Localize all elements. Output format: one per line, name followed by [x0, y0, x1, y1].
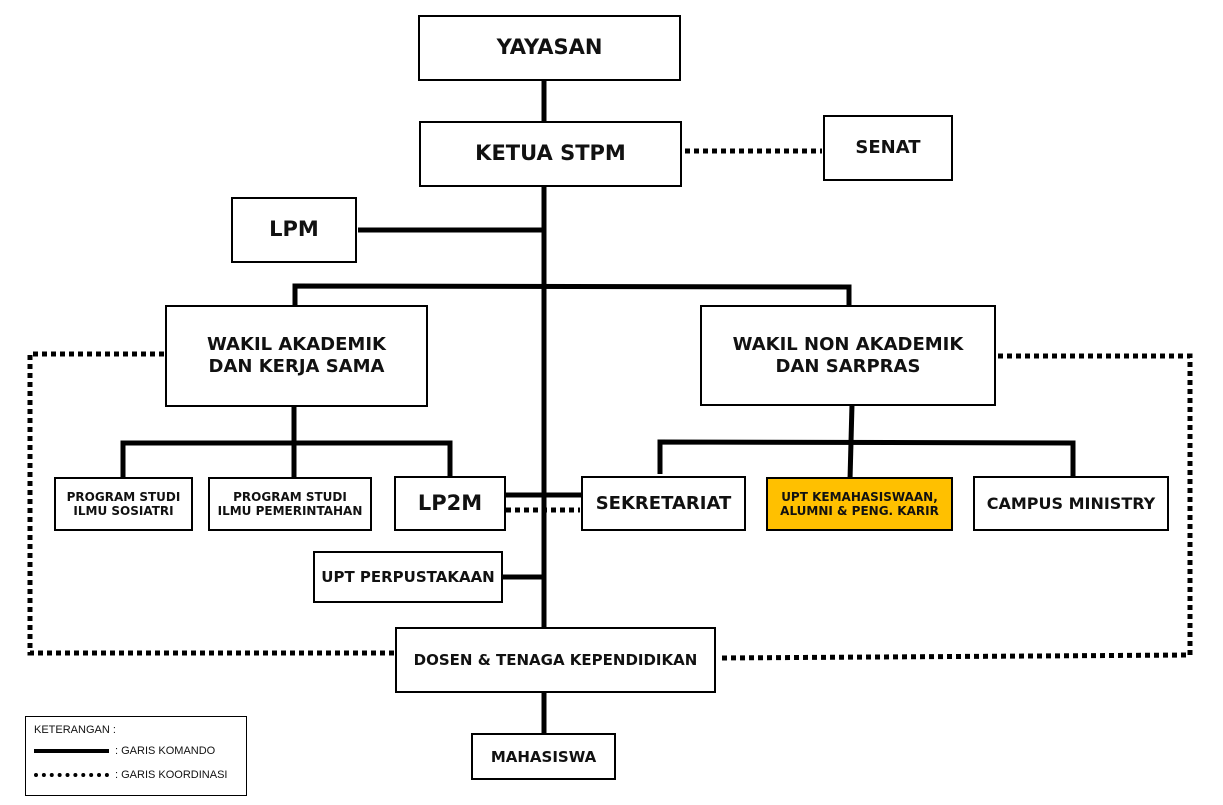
node-prodi-pemerintahan: PROGRAM STUDI ILMU PEMERINTAHAN [208, 477, 372, 531]
node-wakil-akademik: WAKIL AKADEMIK DAN KERJA SAMA [165, 305, 428, 407]
legend-coordination-row: : GARIS KOORDINASI [34, 768, 227, 782]
legend-coordination-label: : GARIS KOORDINASI [115, 769, 228, 781]
node-lpm: LPM [231, 197, 357, 263]
node-wakil-non-akademik: WAKIL NON AKADEMIK DAN SARPRAS [700, 305, 996, 406]
legend-command-label: : GARIS KOMANDO [115, 745, 216, 757]
legend: KETERANGAN : : GARIS KOMANDO : GARIS KOO… [25, 716, 247, 796]
legend-command-row: : GARIS KOMANDO [34, 744, 215, 758]
node-ketua-stpm: KETUA STPM [419, 121, 682, 187]
node-lp2m: LP2M [394, 476, 506, 531]
node-upt-kemahasiswaan: UPT KEMAHASISWAAN, ALUMNI & PENG. KARIR [766, 477, 953, 531]
node-prodi-sosiatri: PROGRAM STUDI ILMU SOSIATRI [54, 477, 193, 531]
node-mahasiswa: MAHASISWA [471, 733, 616, 780]
node-upt-perpustakaan: UPT PERPUSTAKAAN [313, 551, 503, 603]
dotted-line-icon [34, 773, 109, 777]
solid-line-icon [34, 749, 109, 753]
command-line [292, 283, 852, 306]
node-yayasan: YAYASAN [418, 15, 681, 81]
coordination-line [27, 351, 396, 656]
command-line [657, 439, 1076, 476]
node-dosen-tenaga-kependidikan: DOSEN & TENAGA KEPENDIDIKAN [395, 627, 716, 693]
legend-title: KETERANGAN : [34, 724, 116, 736]
command-line [120, 440, 453, 477]
node-sekretariat: SEKRETARIAT [581, 476, 746, 531]
node-campus-ministry: CAMPUS MINISTRY [973, 476, 1169, 531]
node-senat: SENAT [823, 115, 953, 181]
